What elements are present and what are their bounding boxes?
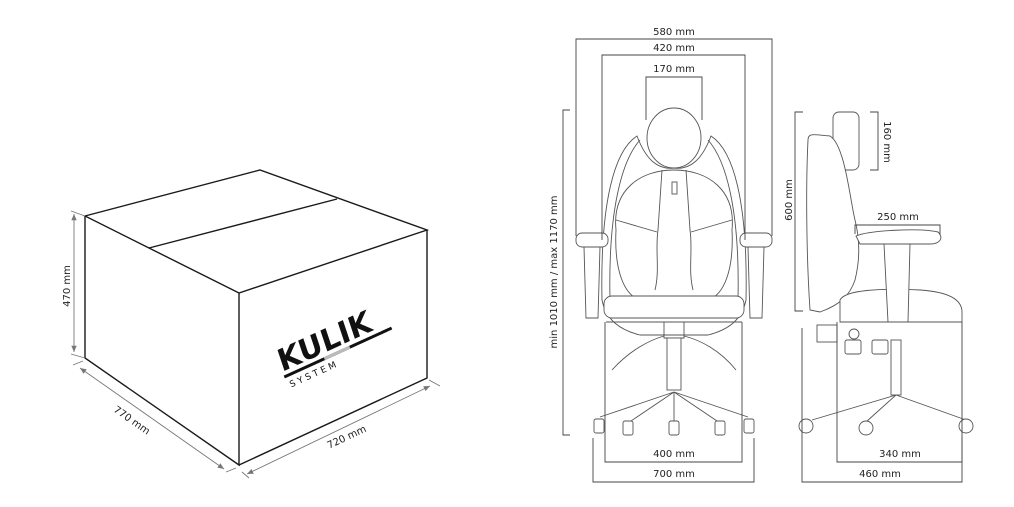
chair-side-view: 600 mm 160 mm 250 mm 340 mm 460 mm bbox=[784, 111, 974, 483]
back-height-label: 600 mm bbox=[784, 179, 795, 221]
headrest bbox=[646, 107, 702, 169]
box-width-label: 720 mm bbox=[326, 424, 368, 452]
chair-front-view: 580 mm 420 mm 170 mm min 1010 mm / max 1… bbox=[549, 27, 773, 483]
overall-width-label: 580 mm bbox=[653, 27, 695, 38]
headrest-height-dimension bbox=[870, 111, 879, 171]
seat-width-label: 400 mm bbox=[653, 449, 695, 460]
casters bbox=[593, 418, 755, 436]
base-width-label: 700 mm bbox=[653, 469, 695, 480]
box-width-dimension bbox=[246, 385, 431, 475]
box-depth-label: 770 mm bbox=[111, 404, 152, 437]
side-casters bbox=[798, 418, 974, 436]
seat-width-dimension bbox=[604, 322, 743, 463]
shipping-box: KULIK S Y S T E M 470 mm 770 mm 720 mm bbox=[62, 169, 441, 479]
back-height-dimension bbox=[794, 111, 803, 312]
seat-depth-label: 340 mm bbox=[879, 449, 921, 460]
overall-width-dimension bbox=[575, 38, 773, 236]
headrest-width-label: 170 mm bbox=[653, 64, 695, 75]
box-depth-dimension bbox=[79, 367, 225, 470]
overall-depth-label: 460 mm bbox=[859, 469, 901, 480]
box-tape-line bbox=[148, 198, 338, 249]
overall-depth-dimension bbox=[801, 328, 963, 483]
headrest-height-label: 160 mm bbox=[881, 121, 892, 163]
box-top bbox=[83, 169, 430, 294]
back-width-dimension bbox=[601, 54, 746, 240]
box-height-label: 470 mm bbox=[62, 265, 73, 307]
base-width-dimension bbox=[592, 438, 755, 483]
seat bbox=[603, 295, 745, 319]
back-width-label: 420 mm bbox=[653, 43, 695, 54]
armrest-length-label: 250 mm bbox=[877, 212, 919, 223]
box-left-face bbox=[84, 216, 240, 467]
side-armrest bbox=[855, 229, 942, 245]
armrest-length-dimension bbox=[854, 224, 941, 234]
headrest-width-dimension bbox=[645, 76, 703, 120]
height-range-dimension bbox=[562, 109, 570, 436]
height-range-label: min 1010 mm / max 1170 mm bbox=[549, 196, 560, 349]
seat-depth-dimension bbox=[836, 322, 963, 463]
side-backrest bbox=[806, 134, 860, 313]
kulik-logo: KULIK S Y S T E M bbox=[273, 304, 393, 390]
